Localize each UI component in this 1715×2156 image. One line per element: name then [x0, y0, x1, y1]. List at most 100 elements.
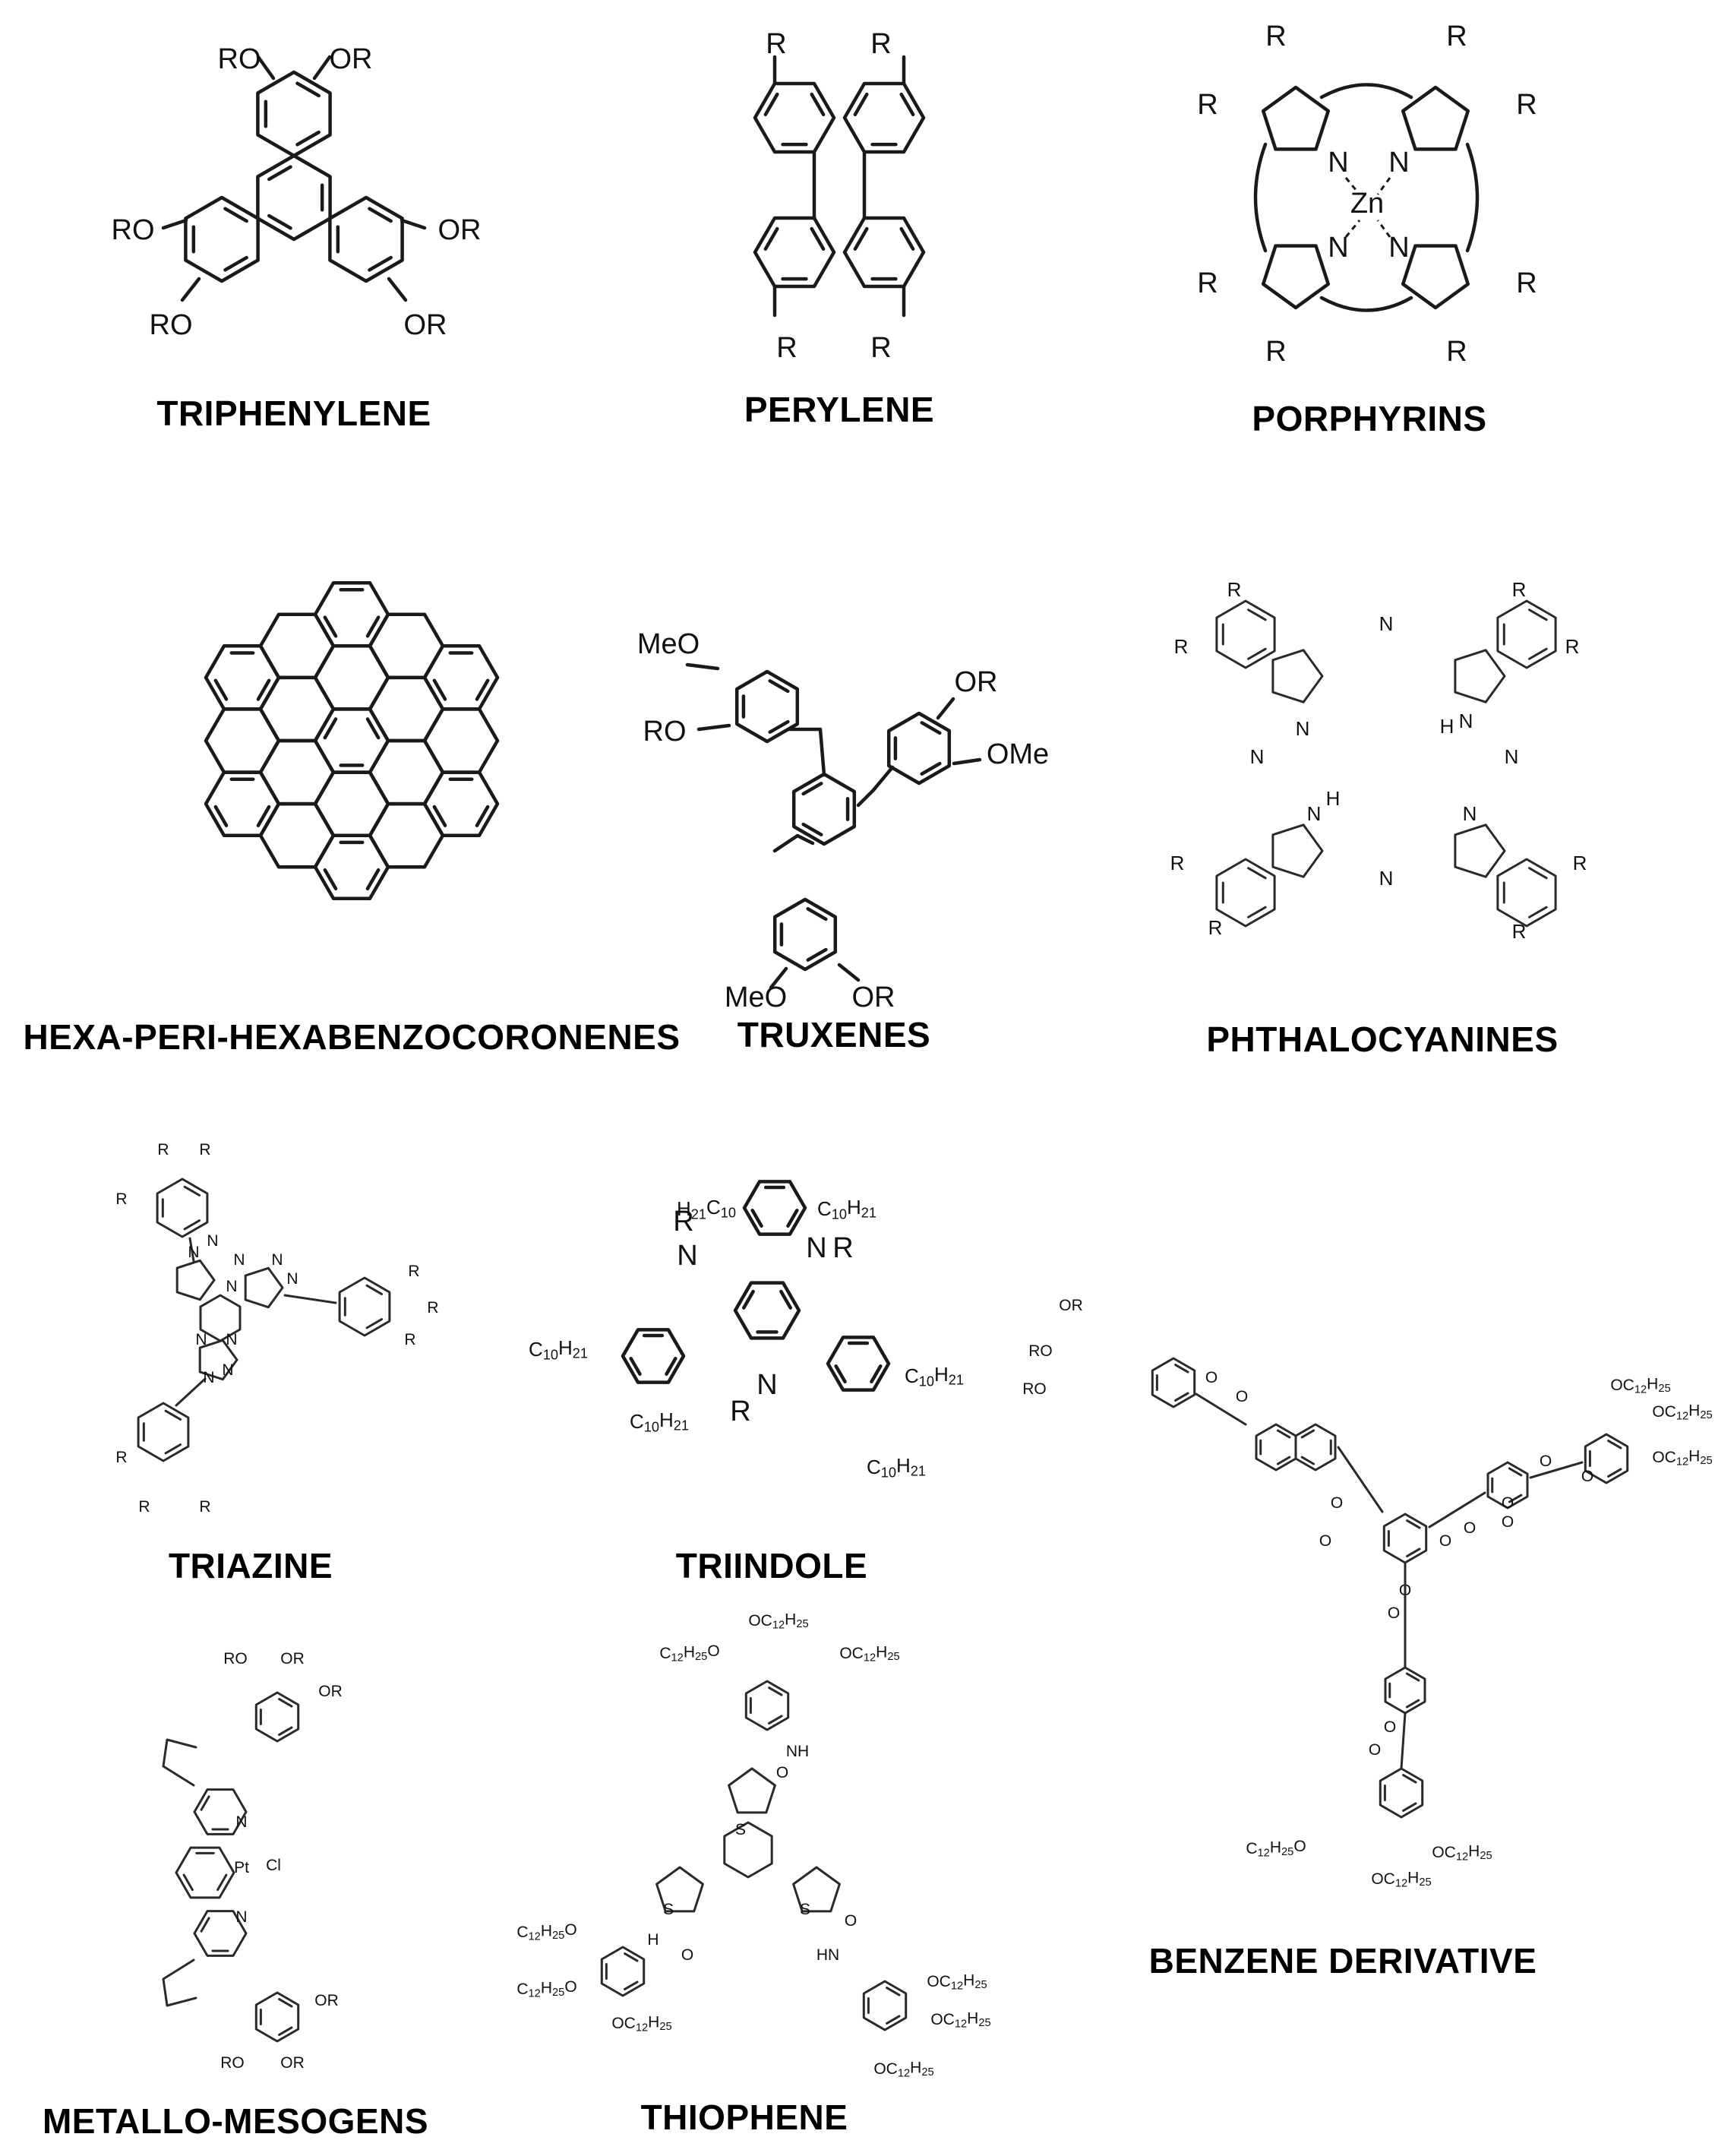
double-bond: [200, 1795, 210, 1811]
sub-r: R: [1573, 852, 1587, 874]
atom-o: O: [1540, 1453, 1552, 1470]
pyrrole-ring: [1401, 244, 1470, 310]
double-bond: [216, 1873, 228, 1892]
sub-r: R: [1170, 852, 1185, 874]
double-bond: [920, 761, 942, 776]
double-bond: [164, 1409, 182, 1421]
double-bond: [768, 1687, 783, 1696]
benzo-ring: [1215, 858, 1276, 928]
aryl-ring: [744, 1680, 790, 1731]
double-bond: [1276, 1429, 1291, 1439]
sub-r: R: [1208, 916, 1223, 939]
sub-r: R: [1265, 336, 1286, 368]
bond: [312, 55, 332, 81]
double-bond: [1174, 1364, 1189, 1374]
atom-h: H: [1326, 787, 1341, 810]
atom-n: N: [226, 1331, 237, 1348]
double-bond: [1300, 1456, 1315, 1465]
ring: [734, 669, 800, 744]
sub-alkoxy: C12H25O: [516, 1921, 576, 1943]
atom-n: N: [806, 1232, 826, 1264]
sub-r: R: [157, 1141, 169, 1159]
double-bond: [323, 868, 338, 891]
sub-r: R: [115, 1449, 127, 1466]
sub-alkoxy: OC12H25: [930, 2009, 990, 2030]
atom-o: O: [1502, 1494, 1514, 1512]
triazole-ring: [198, 1339, 238, 1381]
atom-o: O: [1384, 1718, 1396, 1736]
double-bond: [763, 92, 779, 117]
aryl-ring: [600, 1946, 646, 1997]
sub-or: OR: [852, 982, 895, 1013]
atom-o: O: [1319, 1532, 1331, 1550]
triazole-ring: [175, 1259, 216, 1301]
atom-n: N: [1388, 147, 1409, 179]
bond: [175, 1377, 207, 1407]
pyrrole-ring: [1271, 649, 1324, 703]
hbc-ring: [204, 644, 281, 711]
double-bond: [200, 1917, 210, 1933]
hbc-ring: [313, 580, 390, 648]
sub-c10h21: C10H21: [867, 1454, 926, 1481]
sub-alkoxy: OC12H25: [927, 1971, 987, 1992]
double-bond: [267, 213, 292, 230]
double-bond: [768, 1715, 783, 1724]
bond: [180, 277, 201, 302]
sub-r: R: [1446, 336, 1467, 368]
sub-alkoxy: OR: [318, 1683, 343, 1700]
double-bond: [834, 1364, 847, 1384]
double-bond: [1508, 1494, 1523, 1503]
double-bond: [1247, 647, 1267, 660]
double-bond: [1406, 1547, 1421, 1557]
double-bond: [1300, 1429, 1315, 1439]
double-bond: [278, 1726, 293, 1736]
ring: [772, 897, 838, 972]
sub-alkoxy: OC12H25: [611, 2013, 671, 2034]
double-bond: [665, 1356, 677, 1377]
atom-n: N: [188, 1244, 199, 1261]
atom-n: N: [1459, 710, 1473, 732]
double-bond: [1402, 1774, 1417, 1784]
ring-left: [184, 195, 260, 283]
caption-thiophene: THIOPHENE: [641, 2098, 848, 2137]
sub-alkoxy: OC12H25: [1652, 1402, 1712, 1422]
double-bond: [779, 1289, 793, 1310]
atom-o: O: [1236, 1388, 1248, 1405]
coord-bond: [1344, 220, 1361, 238]
double-bond: [323, 615, 338, 638]
double-bond: [1405, 1672, 1420, 1682]
sub-r: R: [870, 28, 891, 60]
sub-alkoxy: OC12H25: [748, 1611, 808, 1631]
bond: [952, 757, 982, 766]
double-bond: [213, 805, 229, 827]
sub-r: R: [1174, 635, 1189, 658]
hbc-structure: [204, 580, 500, 901]
atom-h: H: [1440, 715, 1454, 738]
sub-r: R: [766, 28, 786, 60]
coord-bond: [1344, 177, 1361, 195]
sub-alkoxy: C12H25O: [659, 1642, 719, 1664]
sub-alkoxy: C12H25O: [516, 1978, 576, 2000]
atom-n: N: [271, 1251, 283, 1269]
double-bond: [886, 1987, 901, 1996]
double-bond: [786, 1208, 799, 1228]
double-bond: [183, 1185, 201, 1197]
caption-truxenes: TRUXENES: [737, 1015, 930, 1054]
core-ring: [1382, 1513, 1428, 1564]
atom-o: O: [681, 1946, 693, 1964]
atom-o: O: [1331, 1494, 1343, 1512]
bond-path: [1253, 142, 1268, 253]
pyrrole-ring: [1261, 85, 1331, 151]
pyridine-ring: [193, 1910, 248, 1957]
bond-path: [1337, 1446, 1384, 1513]
sub-or: OR: [330, 43, 373, 75]
double-bond: [624, 1981, 639, 1990]
central-ring: [256, 153, 332, 242]
double-bond: [1607, 1468, 1622, 1478]
sub-r: R: [1446, 21, 1467, 52]
double-bond: [806, 907, 828, 922]
double-bond: [365, 615, 381, 638]
double-bond: [267, 165, 292, 182]
sub-alkoxy: OC12H25: [1610, 1375, 1670, 1396]
